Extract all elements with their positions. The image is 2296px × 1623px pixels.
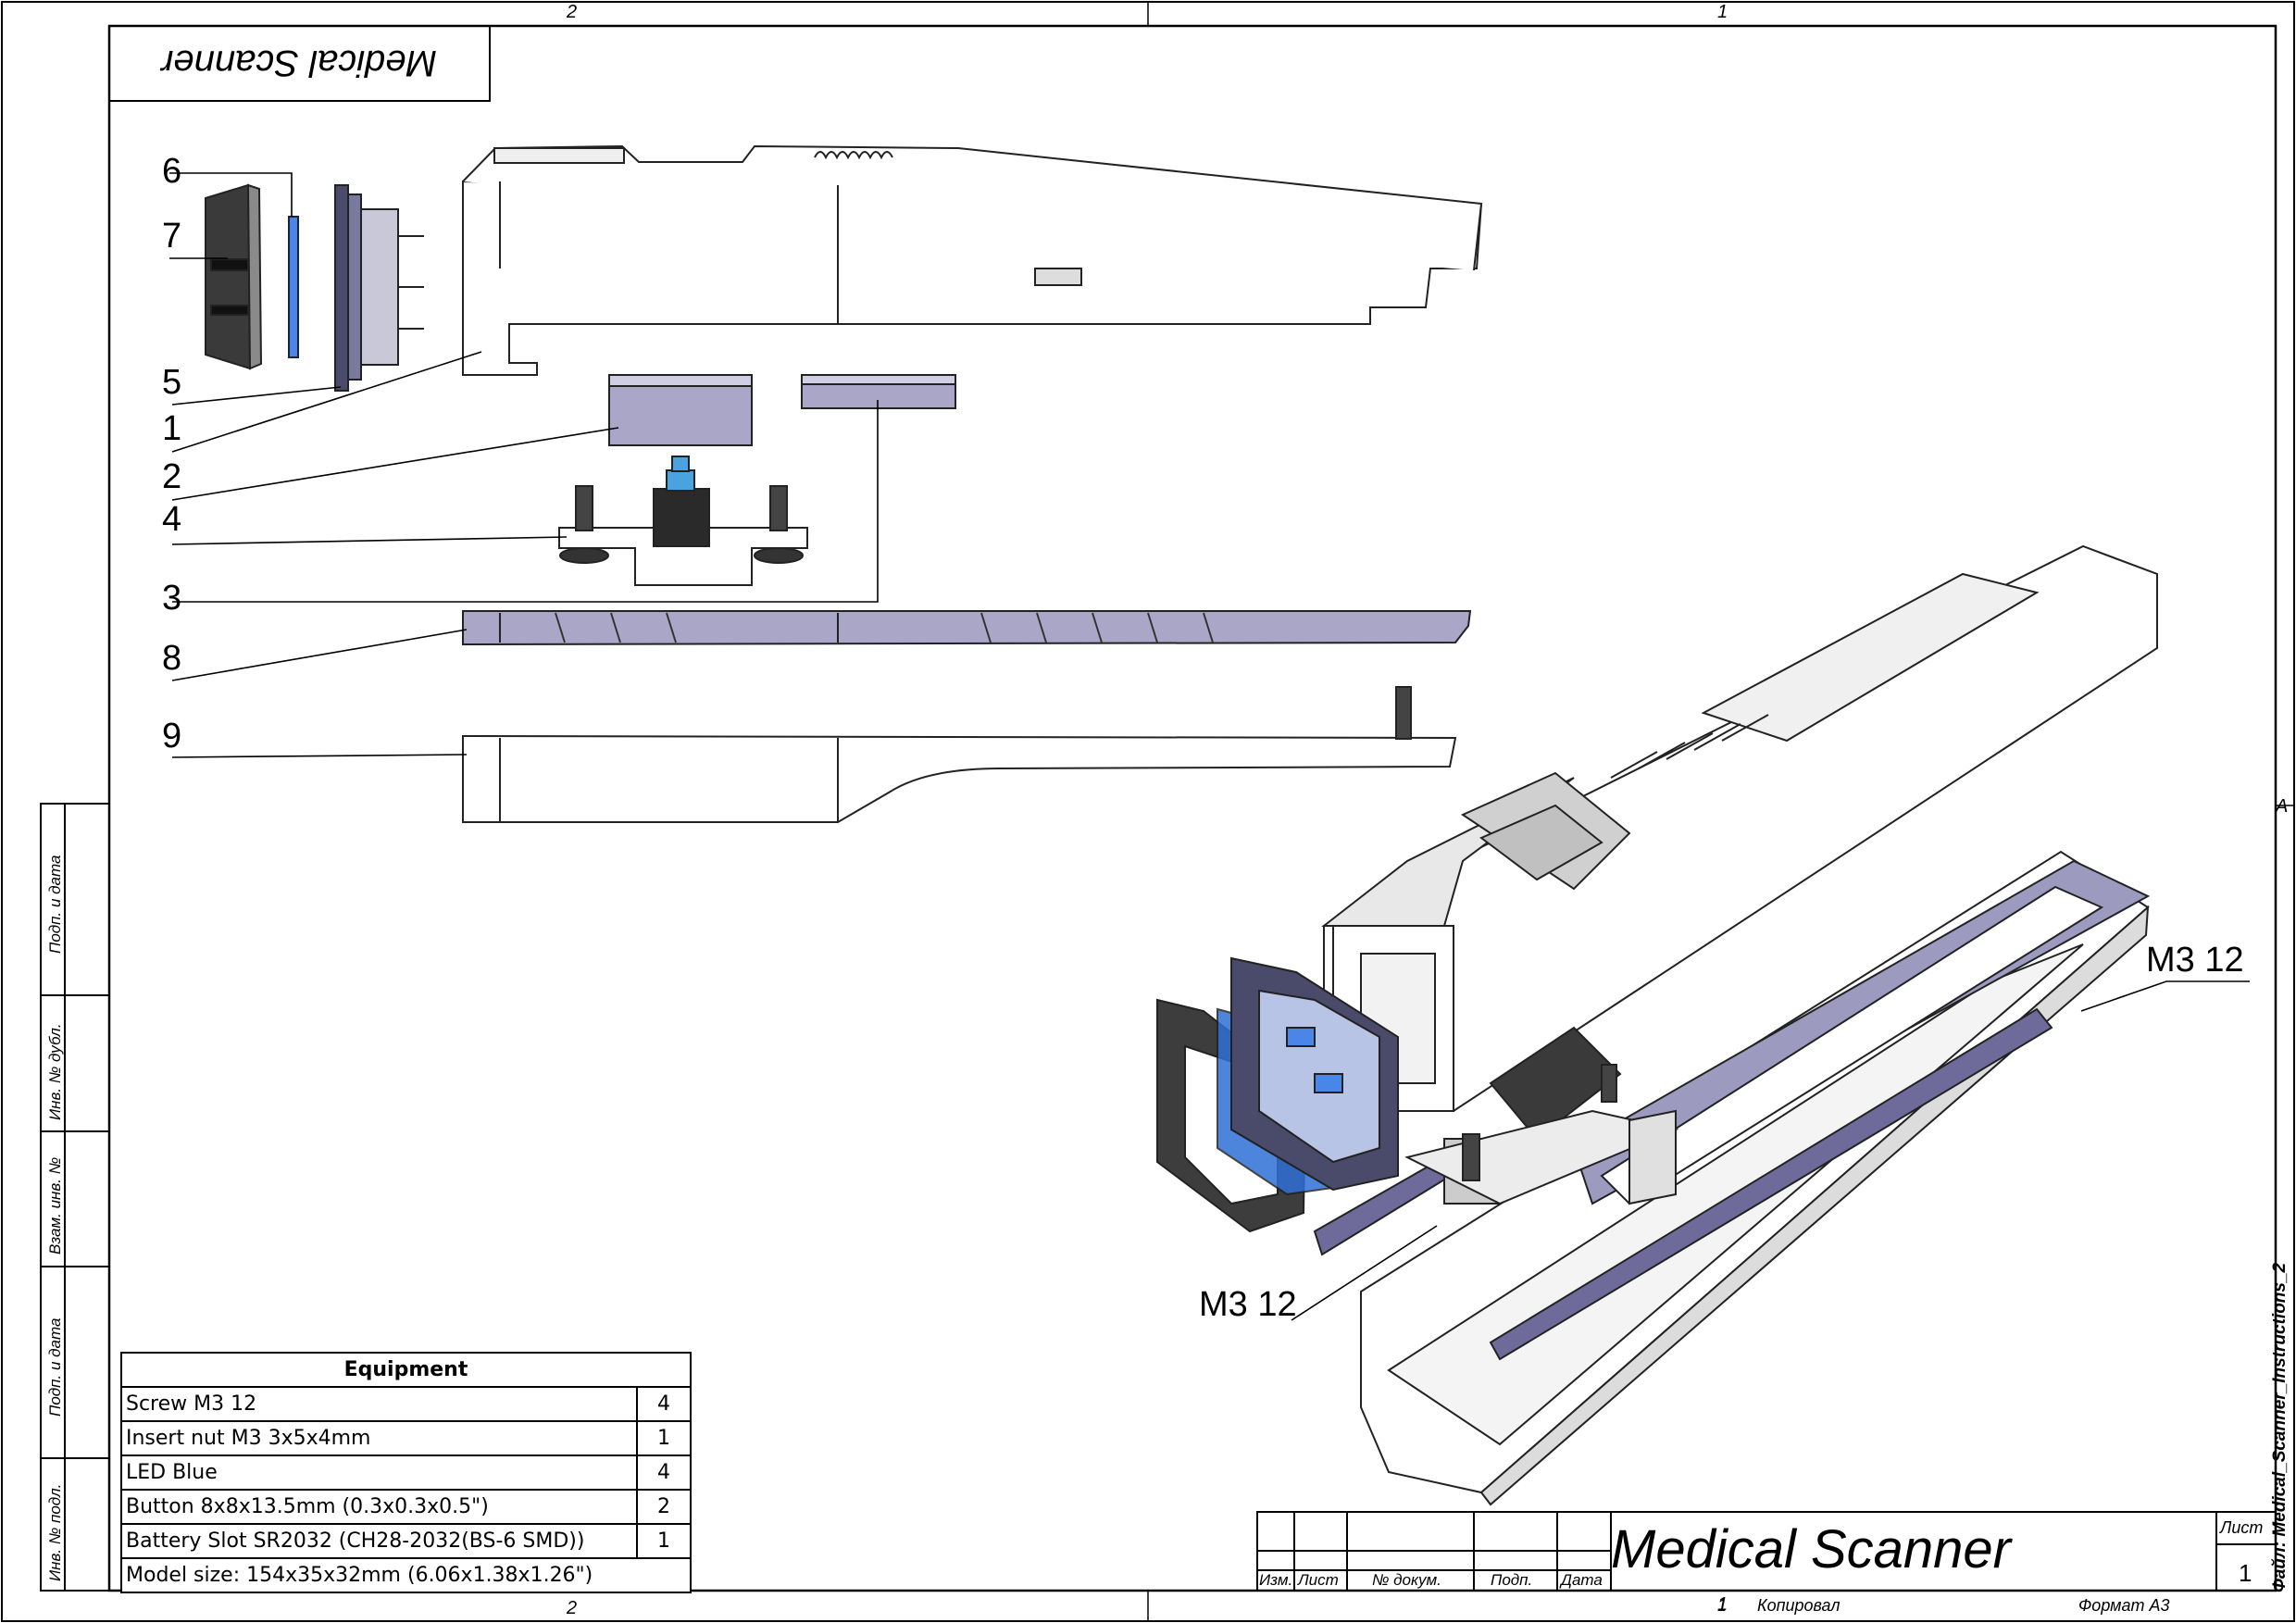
- bottom-zone-2: 2: [567, 1598, 578, 1618]
- screw-callout-lower: M3 12: [1199, 1285, 1297, 1324]
- item-qty: 2: [636, 1489, 692, 1525]
- part-4-mount: [558, 456, 808, 586]
- callout-7: 7: [162, 217, 182, 256]
- tb-head-sheet: Лист: [1298, 1571, 1339, 1589]
- item-name: Screw M3 12: [120, 1386, 638, 1422]
- tb-head-date: Дата: [1561, 1571, 1603, 1589]
- callout-1: 1: [162, 409, 182, 448]
- callout-3: 3: [162, 579, 182, 618]
- item-name: Insert nut M3 3x5x4mm: [120, 1420, 638, 1456]
- item-qty: 1: [636, 1523, 692, 1559]
- part-1-top-housing: [462, 144, 1483, 376]
- corner-title-box: Medical Scanner: [109, 26, 491, 102]
- isometric-assembly: [1156, 544, 2158, 1506]
- callout-4: 4: [162, 500, 182, 539]
- part-8-rail: [462, 610, 1472, 646]
- item-name: Button 8x8x13.5mm (0.3x0.3x0.5"): [120, 1489, 638, 1525]
- tb-head-sign: Подп.: [1491, 1571, 1533, 1589]
- item-qty: 4: [636, 1454, 692, 1491]
- part-5-screen: [334, 184, 424, 392]
- table-row: Battery Slot SR2032 (CH28-2032(BS-6 SMD)…: [120, 1523, 692, 1559]
- part-6-led: [288, 216, 299, 358]
- copied-number: 1: [1717, 1596, 1728, 1615]
- screw-callout-upper: M3 12: [2146, 941, 2244, 980]
- callout-9: 9: [162, 717, 182, 755]
- callout-8: 8: [162, 639, 182, 678]
- side-stamp-frame: [40, 803, 110, 1592]
- part-9-bottom-shell: [462, 686, 1457, 823]
- top-zone-2: 2: [567, 2, 578, 22]
- part-3-plate: [801, 374, 956, 409]
- tb-head-change: Изм.: [1259, 1571, 1293, 1589]
- title-block-title: Medical Scanner: [1611, 1519, 2011, 1579]
- title-block-frame: [1256, 1511, 2277, 1592]
- leader-lines: [169, 172, 2250, 1321]
- side-stamp-sign-date-2: Подп. и дата: [46, 1317, 64, 1417]
- item-name: Battery Slot SR2032 (CH28-2032(BS-6 SMD)…: [120, 1523, 638, 1559]
- format-label: Формат A3: [2078, 1596, 2170, 1615]
- part-7-bezel: [205, 183, 263, 370]
- side-stamp-dup-no: Инв. № дубл.: [46, 1023, 64, 1120]
- item-qty: 4: [636, 1386, 692, 1422]
- top-zone-1: 1: [1717, 2, 1728, 22]
- right-zone-a: A: [2276, 796, 2289, 817]
- side-stamp-sign-date-1: Подп. и дата: [46, 855, 64, 954]
- equipment-title: Equipment: [120, 1352, 692, 1388]
- side-stamp-repl-no: Взам. инв. №: [46, 1156, 64, 1255]
- callout-6: 6: [162, 152, 182, 191]
- corner-title: Medical Scanner: [161, 43, 437, 84]
- sheet-number: 1: [2239, 1559, 2252, 1587]
- side-stamp-orig-no: Инв. № подл.: [46, 1483, 64, 1582]
- callout-5: 5: [162, 363, 182, 402]
- model-size: Model size: 154x35x32mm (6.06x1.38x1.26"…: [120, 1557, 692, 1593]
- item-name: LED Blue: [120, 1454, 638, 1491]
- bottom-zone-1: 1: [1717, 1594, 1728, 1615]
- tb-head-doc: № докум.: [1372, 1571, 1441, 1589]
- part-2-block: [608, 374, 753, 446]
- table-row: Button 8x8x13.5mm (0.3x0.3x0.5")2: [120, 1489, 692, 1525]
- sheet-label: Лист: [2220, 1518, 2264, 1537]
- callout-2: 2: [162, 457, 182, 496]
- file-name: Файл: Medical_Scanner_Instructions_2: [2270, 1262, 2290, 1592]
- table-row: Model size: 154x35x32mm (6.06x1.38x1.26"…: [120, 1557, 692, 1593]
- copied-label: Копировал: [1757, 1596, 1841, 1615]
- item-qty: 1: [636, 1420, 692, 1456]
